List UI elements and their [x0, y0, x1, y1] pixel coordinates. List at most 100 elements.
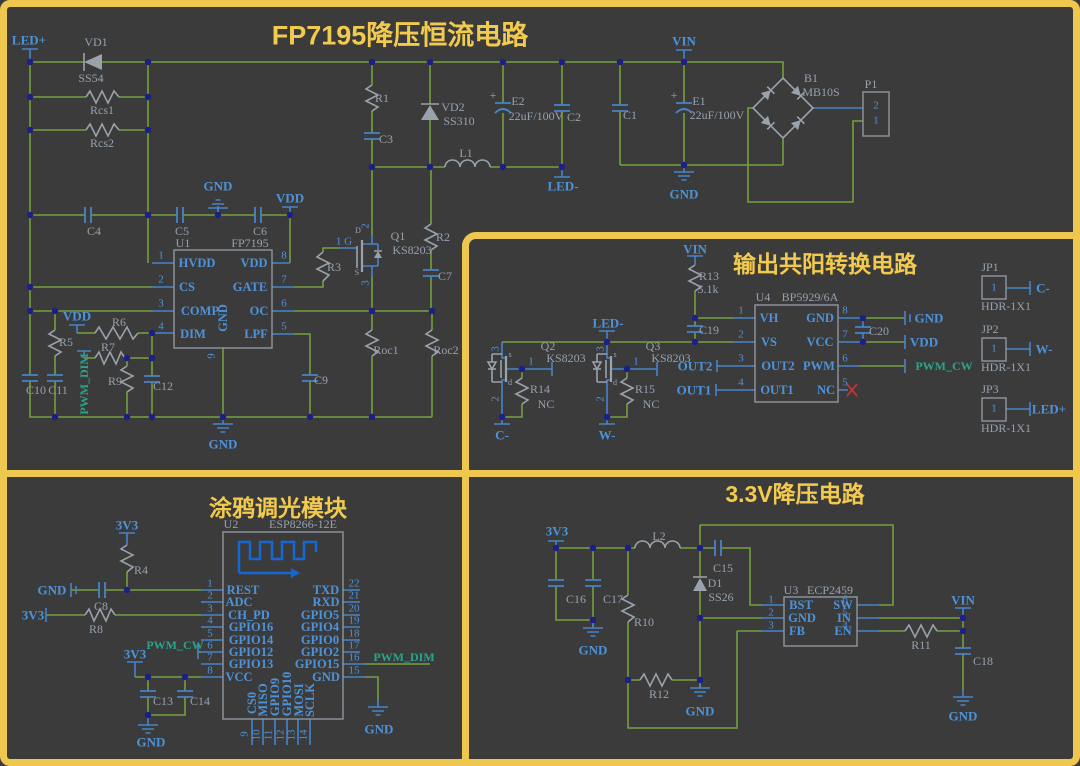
ref-label-rcs2: Rcs2 — [90, 136, 114, 150]
ref-label-c9: C9 — [313, 373, 329, 387]
ref-label-ss26: SS26 — [708, 590, 734, 604]
pnum-label-7: 7 — [842, 328, 848, 341]
ref-label-l2: L2 — [652, 529, 666, 543]
pnum-label-3: 3 — [768, 619, 774, 632]
pname-label-ch-pd: CH_PD — [228, 607, 270, 622]
ref-label-ks8203: KS8203 — [546, 351, 586, 365]
net-label-gnd: GND — [364, 721, 394, 737]
pnum-label-1: 1 — [528, 355, 534, 368]
ref-label-c20: C20 — [868, 324, 890, 338]
net-label-vdd: VDD — [909, 334, 939, 350]
ref-label-bp5929-6a: BP5929/6A — [781, 290, 839, 304]
ref-label-mb10s: MB10S — [802, 85, 840, 99]
ref-label-jp1: JP1 — [981, 260, 999, 274]
ref-label-nc: NC — [537, 397, 555, 411]
ref-label-c5: C5 — [174, 224, 190, 238]
pname-label-gpio2: GPIO2 — [300, 644, 340, 659]
net-label-c-: C- — [495, 427, 509, 443]
ref-label-r5: R5 — [58, 335, 74, 349]
pname-label-out2: OUT2 — [761, 358, 795, 373]
net-label-led+: LED+ — [1031, 401, 1067, 417]
ref-label-c1: C1 — [622, 108, 638, 122]
pname-label-gpio12: GPIO12 — [228, 644, 274, 659]
ref-label-hdr-1x1: HDR-1X1 — [981, 299, 1031, 313]
ref-label-c6: C6 — [252, 224, 268, 238]
ref-label-c12: C12 — [152, 379, 174, 393]
ref-label-r10: R10 — [633, 615, 655, 629]
section4-title: 3.3V降压电路 — [725, 481, 865, 507]
ref-label-nc: NC — [642, 397, 660, 411]
net-label-gnd: GND — [203, 178, 233, 194]
ref-label-c14: C14 — [189, 694, 211, 708]
pnum-label-8: 8 — [281, 249, 287, 262]
pnum-label-3: 3 — [207, 602, 213, 615]
pnum-label-14: 14 — [297, 729, 310, 741]
net-label-gnd: GND — [578, 642, 608, 658]
ref-label-e1: E1 — [692, 94, 706, 108]
ref-label-ks8203: KS8203 — [392, 243, 432, 257]
net-label-vin: VIN — [951, 592, 975, 608]
section2-border — [462, 232, 1080, 766]
pname-label-vh: VH — [759, 310, 779, 325]
ref-label-ss54: SS54 — [78, 71, 104, 85]
ref-label-u4: U4 — [755, 290, 771, 304]
pnum-label-8: 8 — [842, 304, 848, 317]
ref-label-q2: Q2 — [540, 339, 556, 353]
pname-label-gnd: GND — [788, 610, 816, 625]
ref-label-c7: C7 — [437, 269, 453, 283]
pname-label-vdd: VDD — [240, 255, 268, 270]
pnum-label-5: 5 — [842, 606, 848, 619]
net-label-out1: OUT1 — [676, 382, 712, 398]
tiny-label-d: D — [355, 226, 361, 235]
pnum-label-1: 1 — [768, 593, 774, 606]
pnum-label-3: 3 — [489, 346, 502, 352]
net-label-w-: W- — [1035, 341, 1053, 357]
ref-label-5.1k: 5.1k — [697, 282, 719, 296]
pnum-label-4: 4 — [738, 376, 744, 389]
ref-label-hdr-1x1: HDR-1X1 — [981, 360, 1031, 374]
pnum-label-20: 20 — [348, 602, 360, 615]
net-label-led-: LED- — [547, 178, 579, 194]
pname-label-vcc: VCC — [225, 669, 253, 684]
net-label-gnd: GND — [669, 186, 699, 202]
pnum-label-17: 17 — [348, 639, 360, 652]
ref-label-ks8203: KS8203 — [651, 351, 691, 365]
ref-label-r2: R2 — [435, 230, 451, 244]
pnum-label-6: 6 — [842, 593, 848, 606]
net-label-gnd: GND — [914, 310, 944, 326]
pname-label-gate: GATE — [232, 279, 268, 294]
ref-label-esp8266-12e: ESP8266-12E — [268, 517, 338, 531]
ref-label-22uf-100v: 22uF/100V — [508, 109, 564, 123]
ref-label-r14: R14 — [529, 382, 551, 396]
pnum-label-1: 1 — [633, 355, 639, 368]
ref-label-jp3: JP3 — [981, 382, 999, 396]
pnum-label-18: 18 — [348, 627, 360, 640]
pname-label-rxd: RXD — [312, 594, 340, 609]
ref-label-u2: U2 — [223, 517, 239, 531]
pname-label-en: EN — [834, 623, 852, 638]
net-label-gnd: GND — [136, 734, 166, 750]
pname-label-gpio4: GPIO4 — [300, 619, 340, 634]
pname-label-txd: TXD — [312, 582, 340, 597]
ref-label-u1: U1 — [175, 236, 191, 250]
ref-label-fp7195: FP7195 — [231, 236, 269, 250]
pname-label-gnd: GND — [312, 669, 340, 684]
pnum-label-6: 6 — [842, 352, 848, 365]
pname-label-pwm: PWM — [803, 358, 835, 373]
net-label-led-: LED- — [592, 315, 624, 331]
section2-title: 输出共阳转换电路 — [733, 251, 917, 277]
tiny-label-s: s — [613, 350, 617, 359]
pnum-label-3: 3 — [594, 346, 607, 352]
ref-label-c11: C11 — [48, 383, 68, 397]
ref-label-r13: R13 — [698, 269, 720, 283]
pname-label-oc: OC — [249, 303, 269, 318]
pnum-label-2: 2 — [738, 328, 744, 341]
tiny-label-d: d — [508, 378, 512, 387]
ref-label-r12: R12 — [648, 687, 670, 701]
ref-label-vd1: VD1 — [84, 35, 108, 49]
ref-label-r8: R8 — [88, 622, 104, 636]
pnum-label-2: 2 — [359, 223, 372, 229]
ref-label-q3: Q3 — [645, 339, 661, 353]
pname-label-gpio16: GPIO16 — [228, 619, 274, 634]
